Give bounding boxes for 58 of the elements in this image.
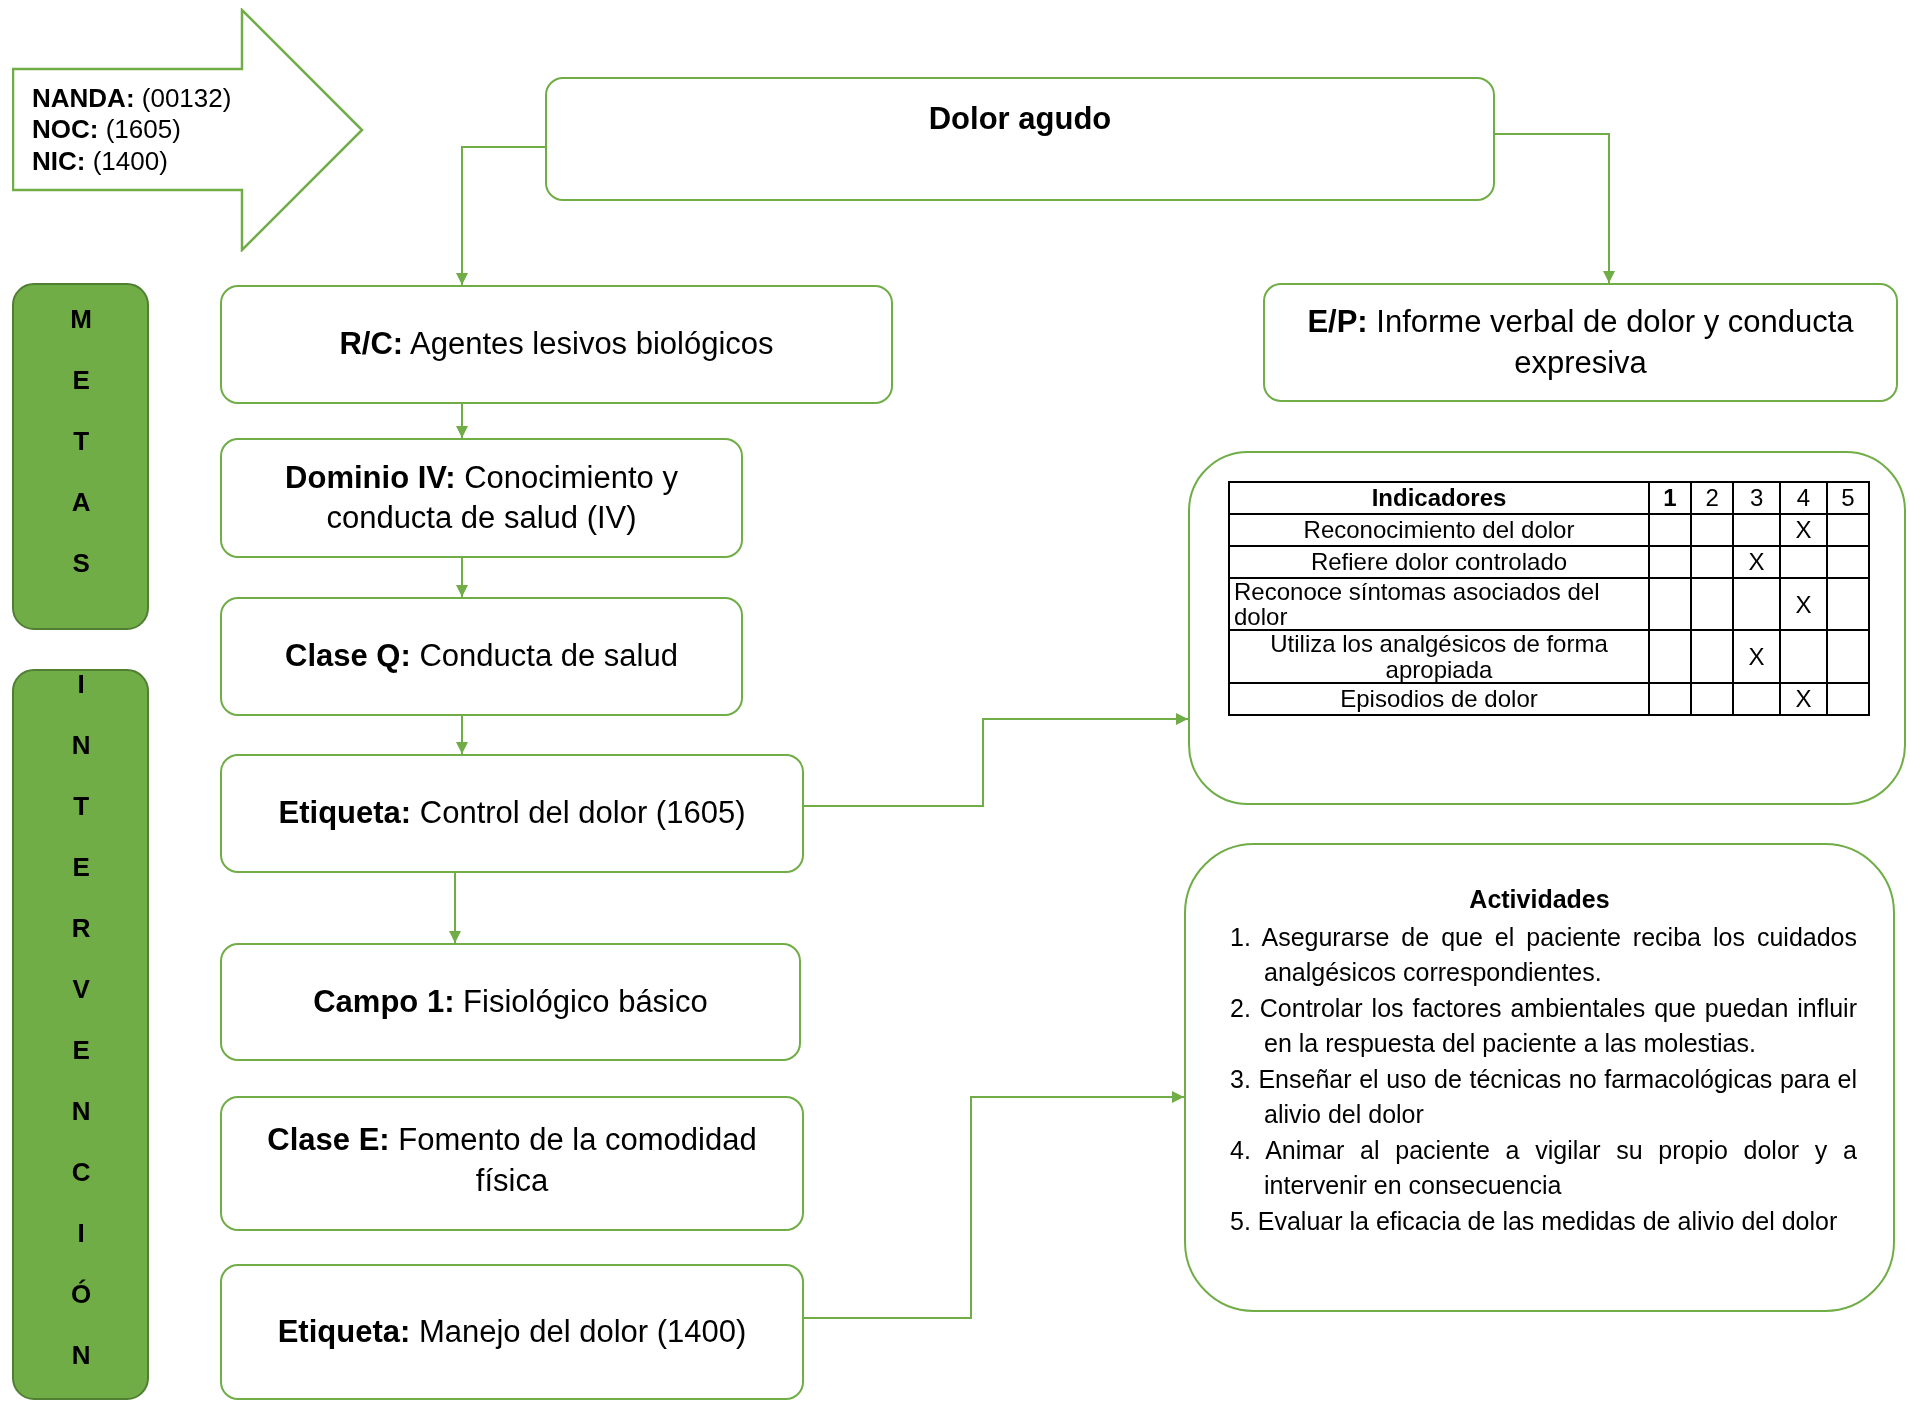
activity-panel [1184, 843, 1895, 1312]
panel-heading: Actividades [1469, 884, 1610, 915]
indicator-text: Reconoce síntomas asociados del dolor [1234, 578, 1600, 631]
column-header: 4 [1796, 484, 1811, 512]
indicator-text: Utiliza los analgésicos de forma apropiada [1270, 630, 1608, 683]
connector-arrow [456, 557, 468, 598]
connector-arrow [803, 713, 1189, 807]
rounded-box [220, 1264, 804, 1400]
indicator-text: Reconocimiento del dolor [1303, 516, 1575, 544]
activity-item: 4. Animar al paciente a vigilar su propio dolor y a intervenir en consecuencia [1229, 1134, 1857, 1201]
check-mark: X [1795, 590, 1812, 618]
activity-item: 2. Controlar los factores ambientales que puedan influir en la respuesta del paciente a las molestias. [1229, 992, 1857, 1059]
box-text: Etiqueta: Control del dolor (1605) [278, 794, 746, 833]
column-header: 3 [1749, 484, 1764, 512]
code-text: NIC: (1400) [32, 145, 168, 177]
side-bar [12, 669, 149, 1400]
check-mark: X [1795, 685, 1812, 713]
column-header: Indicadores [1371, 484, 1507, 512]
rounded-box [220, 1096, 804, 1231]
rounded-box [220, 438, 743, 558]
indicator-text: Refiere dolor controlado [1310, 548, 1568, 576]
code-text: NANDA: (00132) [32, 83, 232, 115]
arrow-banner [12, 8, 365, 252]
vertical-heading: METAS [65, 304, 97, 609]
table-panel [1188, 451, 1906, 805]
rounded-box [1263, 283, 1898, 402]
column-header: 2 [1705, 484, 1719, 512]
activity-item: 3. Enseñar el uso de técnicas no farmacológicas para el alivio del dolor [1229, 1063, 1857, 1130]
vertical-heading: INTERVENCIÓN [65, 668, 97, 1401]
box-text: E/P: Informe verbal de dolor y conducta expresiva [1306, 303, 1855, 382]
rounded-box [220, 943, 801, 1061]
check-mark: X [1795, 516, 1812, 544]
connector-arrow [449, 872, 461, 944]
box-text: Campo 1: Fisiológico básico [313, 982, 708, 1021]
rounded-box [220, 597, 743, 716]
box-text: R/C: Agentes lesivos biológicos [339, 325, 774, 364]
check-mark: X [1748, 548, 1765, 576]
box-text: Clase E: Fomento de la comodidad física [266, 1121, 758, 1200]
connector-arrow [1494, 133, 1615, 284]
rounded-box [545, 77, 1495, 201]
box-title: Dolor agudo [928, 100, 1112, 138]
connector-arrow [803, 1091, 1185, 1319]
code-text: NOC: (1605) [32, 114, 181, 146]
box-text: Etiqueta: Manejo del dolor (1400) [277, 1312, 747, 1351]
connector-arrow [456, 715, 468, 755]
connector-arrow [456, 146, 546, 286]
side-bar [12, 283, 149, 630]
box-text: Clase Q: Conducta de salud [285, 637, 678, 676]
activity-item: 5. Evaluar la eficacia de las medidas de alivio del dolor [1229, 1205, 1839, 1237]
activity-item: 1. Asegurarse de que el paciente reciba los cuidados analgésicos correspondientes. [1229, 921, 1857, 988]
rounded-box [220, 285, 893, 404]
check-mark: X [1748, 642, 1765, 670]
connector-arrow [456, 403, 468, 439]
rounded-box [220, 754, 804, 873]
column-header: 1 [1663, 484, 1677, 512]
box-text: Dominio IV: Conocimiento y conducta de salud (IV) [284, 458, 679, 537]
column-header: 5 [1841, 484, 1855, 512]
indicator-text: Episodios de dolor [1340, 685, 1538, 713]
